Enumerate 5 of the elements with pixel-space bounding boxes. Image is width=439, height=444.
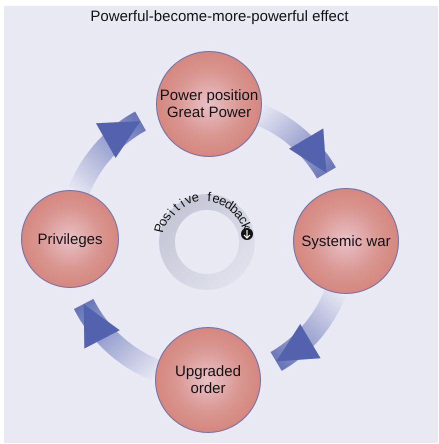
node-label: Power position Great Power xyxy=(158,87,260,121)
node-label: Upgraded order xyxy=(174,363,242,397)
node-label: Privileges xyxy=(37,230,103,248)
node-label: Systemic war xyxy=(301,232,391,250)
diagram-title: Powerful-become-more-powerful effect xyxy=(90,8,349,25)
